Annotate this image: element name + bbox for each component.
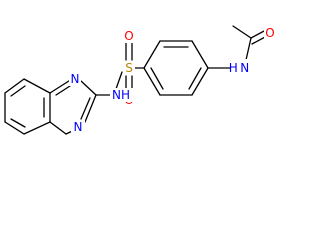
atom-n-quinoxaline-4: N bbox=[71, 120, 85, 134]
atom-label-o-sulfonyl-top: O bbox=[124, 29, 133, 43]
ring-inner-bond bbox=[188, 67, 202, 90]
quinoxaline-ring-system bbox=[4, 78, 113, 135]
molecule-drawing: O H N S O O NH bbox=[4, 25, 276, 135]
atom-n-amide: H N bbox=[229, 59, 249, 75]
ring-inner-bond bbox=[150, 67, 164, 90]
atom-label-n-sulfonamide: NH bbox=[112, 88, 130, 102]
ring-bond bbox=[84, 94, 97, 123]
atom-n-sulfonamide: NH bbox=[110, 88, 134, 102]
atom-label-n-amide: H N bbox=[229, 61, 249, 75]
ring-bond bbox=[143, 67, 161, 96]
ring-bond bbox=[23, 78, 51, 94]
atom-n-quinoxaline-1: N bbox=[69, 72, 81, 86]
ring-bond bbox=[191, 67, 209, 96]
ring-bond bbox=[23, 121, 51, 135]
ring-inner-bond bbox=[10, 118, 26, 128]
atom-label-n-quinoxaline-1: N bbox=[71, 72, 80, 86]
ring-inner-bond bbox=[80, 97, 91, 120]
bond-methyl-carbonyl bbox=[232, 25, 252, 39]
acetyl-group bbox=[232, 25, 268, 61]
atom-labels: O H N S O O NH bbox=[69, 26, 276, 134]
benzene-ring bbox=[143, 40, 234, 96]
bond-carbonyl-nitrogen bbox=[245, 37, 252, 61]
ring-bond bbox=[4, 121, 25, 135]
ring-bond bbox=[49, 121, 67, 135]
ring-bond bbox=[191, 40, 209, 69]
atom-label-s-sulfonyl: S bbox=[125, 61, 133, 75]
ring-bond bbox=[143, 40, 161, 69]
bond-sulfur-nitrogen bbox=[115, 71, 123, 90]
ring-bond bbox=[49, 78, 73, 94]
ring-inner-bond bbox=[10, 85, 26, 97]
bond-carbonyl-oxygen-1 bbox=[250, 29, 267, 39]
atom-s-sulfonyl: S bbox=[123, 61, 135, 75]
atom-o-sulfonyl-top: O bbox=[123, 29, 135, 43]
atom-o-carbonyl: O bbox=[264, 26, 276, 40]
ring-inner-bond bbox=[55, 85, 71, 96]
ring-bond bbox=[4, 78, 25, 94]
ring-bond bbox=[80, 80, 97, 96]
atom-label-n-quinoxaline-4: N bbox=[74, 120, 83, 134]
atom-label-o-carbonyl: O bbox=[265, 26, 274, 40]
structure-diagram: O H N S O O NH bbox=[4, 25, 276, 135]
